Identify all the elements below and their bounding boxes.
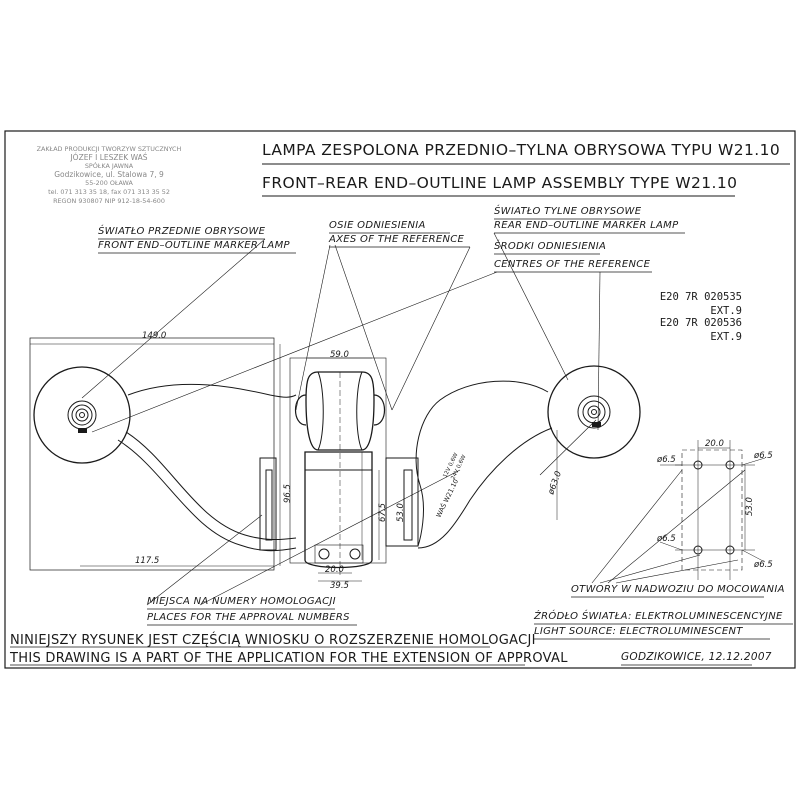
approval-number-2: E20 7R 020536: [659, 317, 742, 329]
label-approval-places-pl: MIEJSCA NA NUMERY HOMOLOGACJI: [147, 596, 336, 607]
dim-117: 117.5: [135, 556, 159, 566]
dim-149: 149.0: [142, 331, 166, 341]
stamp-line: ZAKŁAD PRODUKCJI TWORZYW SZTUCZNYCH: [36, 145, 182, 153]
dim-63: ø63.0: [546, 470, 564, 497]
label-light-source-pl: ŹRÓDŁO ŚWIATŁA: ELEKTROLUMINESCENCYJNE: [534, 611, 783, 622]
body-marking: WAŚ W21.10: [434, 477, 460, 518]
title-polish: LAMPA ZESPOLONA PRZEDNIO–TYLNA OBRYSOWA …: [262, 141, 781, 159]
front-dim-box: [29, 337, 275, 571]
label-axes-en: AXES OF THE REFERENCE: [329, 234, 465, 245]
front-approval-mark: [78, 428, 87, 433]
approval-ext-1: EXT.9: [710, 305, 742, 317]
sheet-frame: [4, 130, 796, 669]
dim-20b: 20.0: [705, 439, 724, 449]
dim-53b: 53.0: [745, 497, 755, 516]
label-rear-lamp-en: REAR END–OUTLINE MARKER LAMP: [494, 220, 679, 231]
hole-pattern: [681, 449, 743, 571]
approval-number-1: E20 7R 020535: [659, 291, 742, 303]
label-approval-places-en: PLACES FOR THE APPROVAL NUMBERS: [147, 612, 350, 623]
label-centres-pl: ŚRODKI ODNIESIENIA: [494, 241, 607, 252]
approval-ext-2: EXT.9: [710, 331, 742, 343]
label-front-lamp-pl: ŚWIATŁO PRZEDNIE OBRYSOWE: [98, 226, 266, 237]
label-mounting-holes: OTWORY W NADWOZIU DO MOCOWANIA: [571, 584, 785, 595]
rear-lamp-lens: [577, 395, 611, 429]
dim-hole-2: ø6.5: [753, 451, 773, 461]
dim-39: 39.5: [330, 581, 349, 591]
title-english: FRONT–REAR END–OUTLINE LAMP ASSEMBLY TYP…: [262, 174, 738, 192]
note-polish: NINIEJSZY RYSUNEK JEST CZĘŚCIĄ WNIOSKU O…: [10, 633, 536, 648]
stamp-line: JÓZEF I LESZEK WAŚ: [70, 152, 148, 162]
dim-hole-4: ø6.5: [753, 560, 773, 570]
stamp-line: tel. 071 313 35 18, fax 071 313 35 52: [48, 187, 170, 196]
label-rear-lamp-pl: ŚWIATŁO TYLNE OBRYSOWE: [494, 206, 642, 217]
dim-53a: 53.0: [396, 503, 406, 522]
label-front-lamp-en: FRONT END–OUTLINE MARKER LAMP: [98, 240, 290, 251]
dim-96: 96.5: [283, 484, 293, 503]
dim-hole-1: ø6.5: [656, 455, 676, 465]
dim-20a: 20.0: [325, 565, 344, 575]
note-english: THIS DRAWING IS A PART OF THE APPLICATIO…: [10, 651, 568, 666]
dim-59: 59.0: [330, 350, 349, 360]
label-axes-pl: OSIE ODNIESIENIA: [329, 220, 426, 231]
stamp-line: 55-200 OŁAWA: [85, 179, 133, 188]
dim-67: 67.5: [378, 503, 388, 522]
label-centres-en: CENTRES OF THE REFERENCE: [494, 259, 651, 270]
stamp-line: REGON 930807 NIP 912-18-54-600: [53, 196, 165, 205]
label-light-source-en: LIGHT SOURCE: ELECTROLUMINESCENT: [534, 626, 743, 637]
dim-hole-3: ø6.5: [656, 534, 676, 544]
stamp-line: Godzikowice, ul. Stalowa 7, 9: [54, 169, 164, 179]
company-stamp: ZAKŁAD PRODUKCJI TWORZYW SZTUCZNYCH JÓZE…: [14, 145, 204, 205]
stamp-line: SPÓŁKA JAWNA: [84, 162, 134, 171]
rear-approval-mark: [592, 422, 601, 427]
rear-lamp-outer: [547, 365, 641, 459]
date-place: GODZIKOWICE, 12.12.2007: [621, 651, 772, 663]
front-lamp-outer: [33, 366, 131, 464]
